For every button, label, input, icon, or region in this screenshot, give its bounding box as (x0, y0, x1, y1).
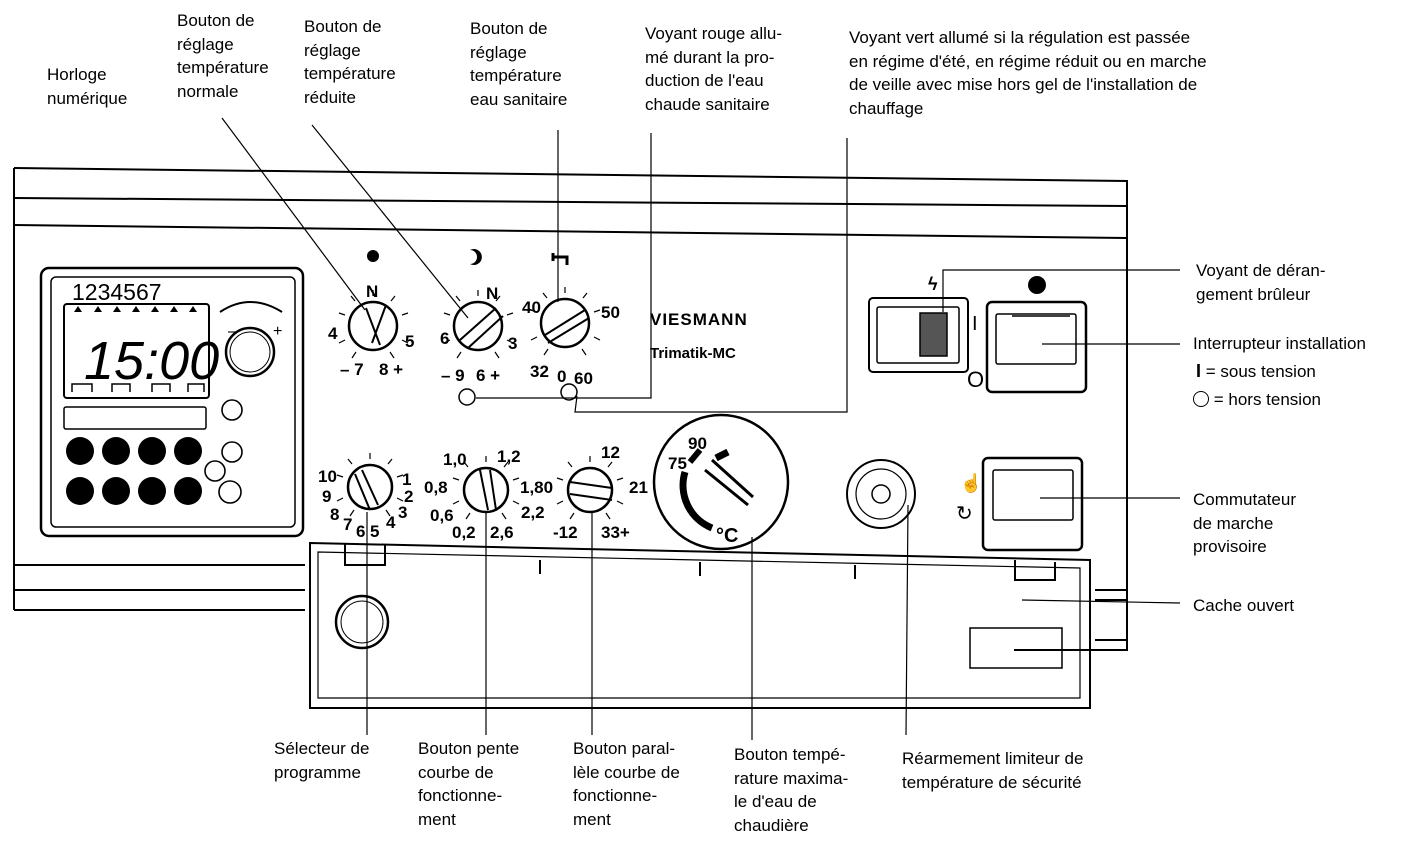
svg-text:1,80: 1,80 (520, 478, 553, 497)
help-icon (204, 460, 226, 482)
clock-time: 15:00 (84, 331, 219, 391)
label-bouton-normale: Bouton de réglage température normale (177, 11, 269, 101)
lightning-icon: ϟ (928, 274, 938, 294)
svg-text:10: 10 (318, 467, 337, 486)
clock-display-content: 1234567 15:00 – + (71, 279, 282, 392)
red-lamp (458, 388, 476, 406)
clock-days: 1234567 (72, 279, 162, 305)
svg-text:6: 6 (440, 329, 449, 348)
svg-text:0: 0 (557, 367, 566, 386)
svg-text:2: 2 (404, 487, 413, 506)
svg-text:6 +: 6 + (476, 366, 500, 385)
label-bouton-reduite: Bouton de réglage température réduite (304, 17, 396, 107)
svg-text:60: 60 (574, 369, 593, 388)
burner-fault-housing (868, 297, 969, 373)
svg-text:– 7: – 7 (340, 360, 364, 379)
panel-housing (13, 167, 1128, 651)
day-select-icon (218, 480, 242, 504)
svg-text:3: 3 (398, 503, 407, 522)
skip-icon (221, 399, 243, 421)
svg-text:–: – (228, 323, 237, 340)
svg-text:1,2: 1,2 (497, 447, 521, 466)
svg-text:0,8: 0,8 (424, 478, 448, 497)
svg-text:32: 32 (530, 362, 549, 381)
knob-sanitaire (539, 297, 591, 349)
svg-text:90: 90 (688, 434, 707, 453)
knob-parallele (566, 466, 614, 514)
svg-text:1: 1 (402, 470, 411, 489)
clock-module (39, 266, 305, 538)
tap-icon (551, 253, 569, 265)
svg-text:N: N (486, 284, 498, 303)
svg-text:N: N (366, 282, 378, 301)
label-cache: Cache ouvert (1193, 596, 1295, 615)
main-switch-I: I (972, 313, 978, 335)
svg-text:0,6: 0,6 (430, 506, 454, 525)
svg-text:5: 5 (370, 522, 379, 541)
svg-text:50: 50 (601, 303, 620, 322)
reset-button (846, 459, 916, 529)
label-voyant-rouge: Voyant rouge allu- mé durant la pro- duc… (645, 24, 783, 114)
knob-reduite (452, 300, 504, 352)
label-horloge: Horloge numérique (47, 65, 128, 108)
green-lamp (560, 383, 578, 401)
model-name: Trimatik-MC (650, 345, 736, 362)
svg-text:+: + (273, 323, 282, 340)
moon-icon (470, 249, 482, 265)
knob-boiler-max-temp (652, 413, 790, 551)
svg-text:– 9: – 9 (441, 366, 465, 385)
label-temp-max: Bouton tempé- rature maxima- le d'eau de… (734, 745, 849, 835)
brand-logo: VIESMANN (650, 310, 748, 329)
svg-text:5: 5 (405, 332, 414, 351)
auto-icon: ↻ (956, 503, 973, 525)
svg-text:6: 6 (356, 522, 365, 541)
label-interrupteur: Interrupteur installation (1193, 334, 1366, 353)
cover-button (334, 594, 390, 650)
label-bouton-sanitaire: Bouton de réglage température eau sanita… (470, 19, 568, 109)
hand-icon: ☝ (960, 472, 982, 494)
label-voyant-vert: Voyant vert allumé si la régulation est … (849, 28, 1207, 118)
main-switch (985, 300, 1088, 394)
svg-text:4: 4 (386, 513, 396, 532)
svg-text:9: 9 (322, 487, 331, 506)
svg-text:2,6: 2,6 (490, 523, 514, 542)
svg-text:1,0: 1,0 (443, 450, 467, 469)
svg-text:4: 4 (328, 324, 338, 343)
clock-adjust-knob (224, 326, 276, 378)
svg-text:0,2: 0,2 (452, 523, 476, 542)
burner-fault-lamp (919, 312, 948, 357)
sun-icon (367, 250, 379, 262)
label-hors-tension: = hors tension (1193, 388, 1321, 412)
knob-normale (347, 300, 399, 352)
clock-mode-bar (63, 406, 207, 430)
label-commutateur: Commutateur de marche provisoire (1193, 490, 1296, 556)
celsius-unit: °C (716, 525, 738, 547)
clock-buttons (66, 437, 202, 505)
label-parallele: Bouton paral- lèle courbe de fonctionne-… (573, 739, 680, 829)
label-sous-tension: I = sous tension (1196, 361, 1316, 381)
main-switch-O: O (967, 367, 984, 392)
svg-text:8 +: 8 + (379, 360, 403, 379)
svg-text:21: 21 (629, 478, 648, 497)
provisional-switch (981, 456, 1084, 552)
svg-text:40: 40 (522, 298, 541, 317)
label-selecteur: Sélecteur de programme (274, 739, 370, 782)
clock-display (63, 303, 210, 399)
svg-text:12: 12 (601, 443, 620, 462)
label-rearmement: Réarmement limiteur de température de sé… (902, 749, 1084, 792)
svg-text:-12: -12 (553, 523, 578, 542)
knob-pente (462, 466, 510, 514)
svg-text:2,2: 2,2 (521, 503, 545, 522)
svg-text:3: 3 (508, 334, 517, 353)
svg-text:8: 8 (330, 505, 339, 524)
svg-text:75: 75 (668, 454, 687, 473)
svg-text:7: 7 (343, 515, 352, 534)
open-cover (309, 541, 1091, 709)
svg-text:33+: 33+ (601, 523, 630, 542)
clock-icon (221, 441, 243, 463)
label-pente: Bouton pente courbe de fonctionne- ment (418, 739, 520, 829)
label-voyant-derangement: Voyant de déran- gement brûleur (1196, 261, 1326, 304)
power-icon (1028, 276, 1046, 294)
